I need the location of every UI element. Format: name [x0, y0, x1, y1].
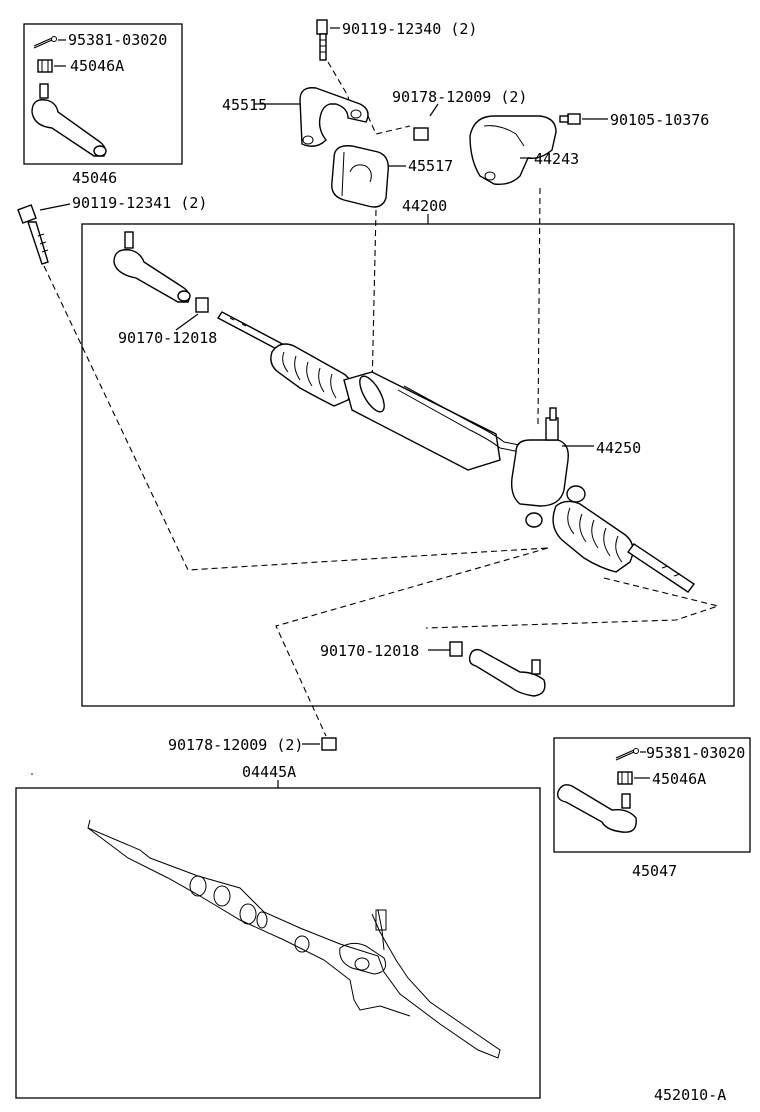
label-nut-bottom: 90178-12009 (2) — [168, 736, 303, 754]
label-br-cotter: 95381-03020 — [646, 744, 745, 762]
label-cover: 44243 — [534, 150, 579, 168]
rack-outline-icon — [87, 819, 501, 1059]
label-long-bolt: 90119-12341 (2) — [72, 194, 207, 212]
label-tl-nut: 45046A — [70, 57, 124, 75]
assembly-44200: 44200 90170-12018 — [81, 197, 735, 707]
inset-45046: 95381-03020 45046A 45046 — [23, 23, 183, 187]
label-bushing: 45517 — [408, 157, 453, 175]
steering-rack-icon — [216, 311, 696, 593]
label-assembly: 44200 — [402, 197, 447, 215]
bolt-right-icon — [559, 113, 581, 125]
label-lock-nut-left: 90170-12018 — [118, 329, 217, 347]
tie-rod-end-icon — [31, 83, 107, 157]
dot-mark — [31, 773, 33, 775]
inset-45047: 95381-03020 45046A 45047 — [553, 737, 751, 880]
cotter-pin-icon — [33, 36, 57, 49]
label-kit: 04445A — [242, 763, 296, 781]
label-valve: 44250 — [596, 439, 641, 457]
castle-nut-icon — [617, 771, 633, 785]
label-bolt-right: 90105-10376 — [610, 111, 709, 129]
label-nut-top: 90178-12009 (2) — [392, 88, 527, 106]
label-br-group: 45047 — [632, 862, 677, 880]
long-bolt-icon — [17, 204, 49, 265]
nut-bottom-icon — [321, 737, 337, 751]
cover-plate-icon — [469, 115, 557, 186]
lock-nut-left-icon — [195, 297, 209, 313]
lock-nut-right-icon — [449, 641, 463, 657]
label-top-bolt: 90119-12340 (2) — [342, 20, 477, 38]
clamp-bracket-icon — [299, 87, 369, 147]
rubber-bushing-icon — [331, 145, 389, 208]
label-tl-group: 45046 — [72, 169, 117, 187]
label-br-nut: 45046A — [652, 770, 706, 788]
label-bracket: 45515 — [222, 96, 267, 114]
tie-rod-end-icon — [556, 784, 637, 833]
bolt-top — [316, 19, 328, 61]
right-tie-rod-end-icon — [468, 648, 546, 697]
cotter-pin-icon — [615, 748, 639, 761]
figure-id: 452010-A — [654, 1086, 726, 1104]
kit-04445A: 04445A — [15, 763, 541, 1099]
left-tie-rod-end-icon — [113, 231, 191, 303]
label-tl-cotter: 95381-03020 — [68, 31, 167, 49]
label-lock-nut-right: 90170-12018 — [320, 642, 419, 660]
nut-top-icon — [413, 127, 429, 141]
castle-nut-icon — [37, 59, 53, 73]
